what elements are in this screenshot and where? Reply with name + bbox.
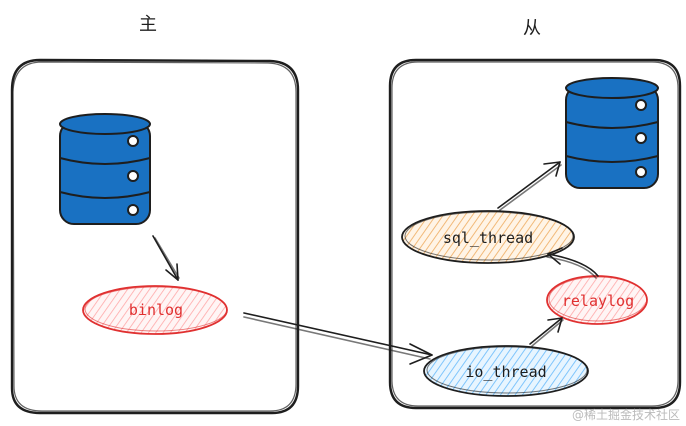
arrow-binlog-to-io-thread: [243, 312, 433, 365]
sql-thread-label: sql_thread: [443, 229, 533, 247]
slave-box: [388, 58, 682, 410]
arrow-relaylog-to-sql-thread: [546, 247, 599, 279]
master-database-icon: [59, 113, 151, 225]
master-title: 主: [139, 14, 157, 35]
relaylog-label: relaylog: [562, 292, 634, 310]
master-box: [10, 58, 300, 415]
slave-database-icon: [565, 77, 659, 189]
arrow-io-thread-to-relaylog: [529, 317, 564, 347]
relaylog-node: relaylog: [546, 275, 648, 325]
watermark: @稀土掘金技术社区: [572, 407, 680, 422]
slave-title: 从: [523, 18, 541, 39]
sql-thread-node: sql_thread: [401, 210, 575, 264]
arrow-sql-thread-to-db: [497, 161, 562, 211]
io-thread-node: io_thread: [423, 345, 589, 397]
binlog-node: binlog: [82, 285, 228, 335]
io-thread-label: io_thread: [465, 363, 546, 381]
arrow-db-to-binlog: [152, 235, 180, 281]
binlog-label: binlog: [129, 301, 183, 319]
